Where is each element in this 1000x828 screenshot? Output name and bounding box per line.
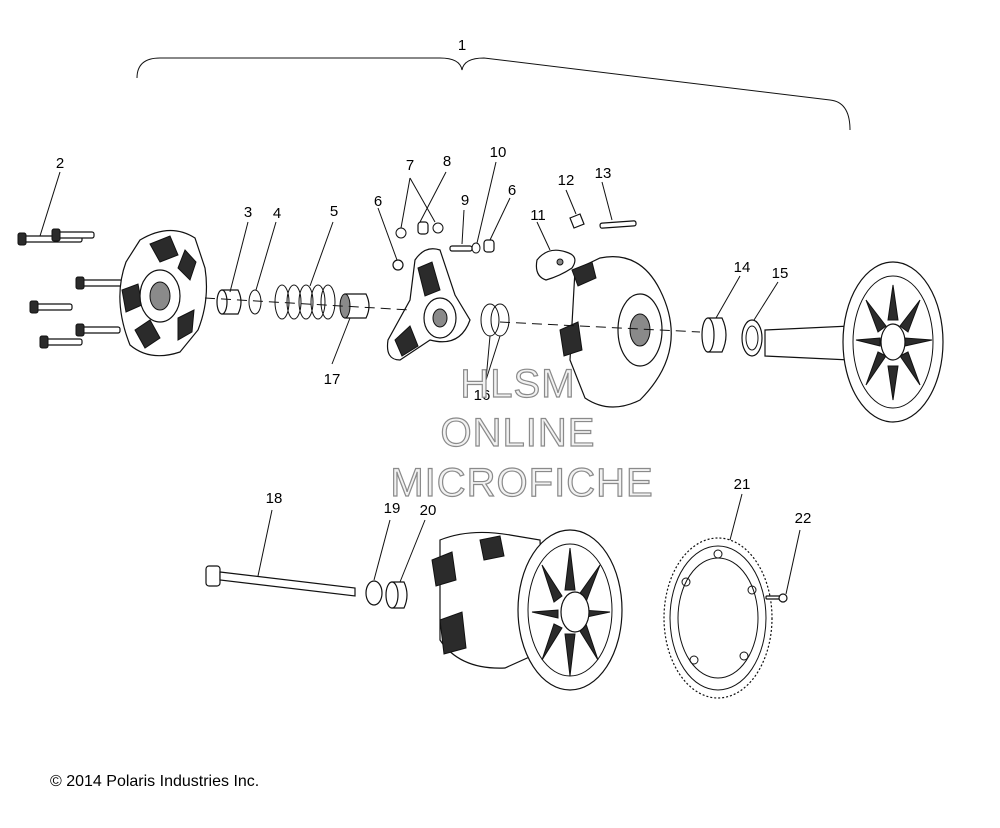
- spacer-sleeve: [339, 293, 370, 319]
- screw: [765, 593, 788, 603]
- copyright-text: © 2014 Polaris Industries Inc.: [50, 773, 260, 790]
- sheave-bushings: [701, 317, 763, 357]
- callout-22: 22: [795, 510, 812, 527]
- callout-11: 11: [530, 207, 546, 224]
- thrust-rings: [480, 303, 510, 337]
- spider: [386, 248, 471, 361]
- centerline: [204, 297, 701, 333]
- cover-plate: [119, 229, 208, 357]
- bolts: [17, 228, 123, 349]
- moveable-sheave: [559, 256, 672, 408]
- watermark-line3: MICROFICHE: [390, 461, 653, 505]
- callout-5: 5: [330, 203, 338, 220]
- callout-4: 4: [273, 205, 281, 222]
- assembly-bracket: [136, 57, 851, 131]
- washer: [365, 580, 383, 606]
- watermark-line1: HLSM: [460, 362, 575, 406]
- callout-1: 1: [458, 37, 466, 54]
- small-parts: [392, 221, 495, 271]
- callout-12: 12: [558, 172, 575, 189]
- callout-16: 16: [474, 387, 491, 404]
- callout-9: 9: [461, 192, 469, 209]
- bushing-flanged: [385, 581, 408, 609]
- callout-3: 3: [244, 204, 252, 221]
- leader-lines: [39, 161, 801, 595]
- callout-15: 15: [772, 265, 789, 282]
- bushing: [216, 289, 242, 315]
- callout-7: 7: [406, 157, 414, 174]
- spring: [274, 284, 336, 320]
- callout-6-right: 6: [508, 182, 516, 199]
- callout-18: 18: [266, 490, 283, 507]
- retaining-bolt: [205, 565, 356, 597]
- callout-21: 21: [734, 476, 751, 493]
- callout-19: 19: [384, 500, 401, 517]
- watermark-line2: ONLINE: [441, 411, 596, 455]
- callout-14: 14: [734, 259, 751, 276]
- callout-8: 8: [443, 153, 451, 170]
- o-ring: [248, 289, 262, 315]
- clutch-assembly: [431, 529, 623, 691]
- callout-17: 17: [324, 371, 341, 388]
- fixed-sheave: [764, 261, 944, 423]
- callout-13: 13: [595, 165, 612, 182]
- callout-2: 2: [56, 155, 64, 172]
- callout-10: 10: [490, 144, 507, 161]
- callout-6-left: 6: [374, 193, 382, 210]
- callout-20: 20: [420, 502, 437, 519]
- ring-gear: [663, 537, 773, 699]
- weight-arm: [535, 213, 637, 281]
